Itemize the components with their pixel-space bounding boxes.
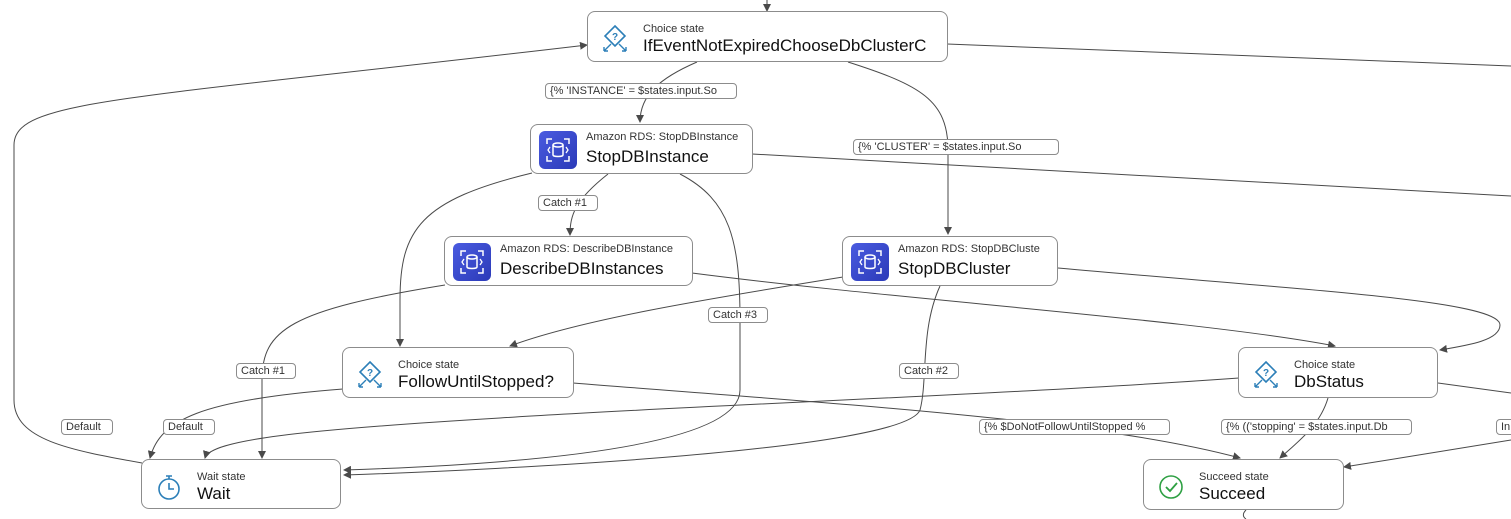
node-name: DbStatus bbox=[1294, 372, 1364, 391]
node-wait[interactable]: Wait state Wait bbox=[141, 459, 341, 509]
node-name: StopDBCluster bbox=[898, 259, 1011, 278]
edge-label-catch-1-describe[interactable]: Catch #1 bbox=[538, 195, 598, 211]
node-if-event-not-expired[interactable]: ? Choice state IfEventNotExpiredChooseDb… bbox=[587, 11, 948, 62]
node-type-label: Amazon RDS: DescribeDBInstance bbox=[500, 243, 674, 255]
edge-stop-cluster-to-follow bbox=[509, 276, 844, 348]
edge-stop-cluster-to-wait bbox=[343, 285, 941, 479]
node-describe-db-instances[interactable]: Amazon RDS: DescribeDBInstance DescribeD… bbox=[444, 236, 693, 286]
edge-label-catch-1-wait[interactable]: Catch #1 bbox=[236, 363, 296, 379]
rds-icon bbox=[851, 243, 889, 281]
node-name: IfEventNotExpiredChooseDbClusterC bbox=[643, 36, 927, 55]
node-name: Wait bbox=[197, 484, 231, 503]
choice-icon: ? bbox=[351, 356, 389, 394]
rds-icon bbox=[539, 131, 577, 169]
svg-text:?: ? bbox=[612, 32, 618, 43]
node-succeed[interactable]: Succeed state Succeed bbox=[1143, 459, 1344, 510]
edge-label-partial-right[interactable]: In bbox=[1496, 419, 1511, 435]
edge-wait-to-if-event bbox=[13, 41, 588, 464]
choice-icon: ? bbox=[1247, 356, 1285, 394]
node-name: StopDBInstance bbox=[586, 147, 709, 166]
edge-db-status-to-wait bbox=[203, 377, 1240, 459]
node-stop-db-instance[interactable]: Amazon RDS: StopDBInstance StopDBInstanc… bbox=[530, 124, 753, 174]
node-type-label: Amazon RDS: StopDBInstance bbox=[586, 131, 739, 143]
edge-succeed-to-end bbox=[1242, 509, 1247, 519]
edge-label-default-follow[interactable]: Default bbox=[163, 419, 215, 435]
edge-label-instance-condition[interactable]: {% 'INSTANCE' = $states.input.So bbox=[545, 83, 737, 99]
node-stop-db-cluster[interactable]: Amazon RDS: StopDBCluste StopDBCluster bbox=[842, 236, 1058, 286]
node-name: Succeed bbox=[1199, 484, 1266, 503]
edge-follow-to-wait bbox=[147, 388, 344, 459]
edge-label-do-not-follow[interactable]: {% $DoNotFollowUntilStopped % bbox=[979, 419, 1170, 435]
edge-label-cluster-condition[interactable]: {% 'CLUSTER' = $states.input.So bbox=[853, 139, 1059, 155]
edge-label-catch-3[interactable]: Catch #3 bbox=[708, 307, 768, 323]
edge-if-event-to-offscreen bbox=[946, 43, 1511, 67]
edge-stop-instance-to-offscreen bbox=[751, 153, 1511, 197]
node-type-label: Succeed state bbox=[1199, 471, 1269, 483]
svg-text:?: ? bbox=[1263, 368, 1269, 379]
choice-icon: ? bbox=[596, 20, 634, 58]
edge-label-stopping-condition[interactable]: {% (('stopping' = $states.input.Db bbox=[1221, 419, 1412, 435]
edge-label-default-if-event[interactable]: Default bbox=[61, 419, 113, 435]
rds-icon bbox=[453, 243, 491, 281]
edge-describe-to-db-status bbox=[691, 272, 1336, 349]
edge-stop-instance-to-wait bbox=[343, 173, 741, 474]
stopwatch-icon bbox=[150, 468, 188, 506]
edge-stop-cluster-to-db-status bbox=[1057, 267, 1501, 353]
node-name: FollowUntilStopped? bbox=[398, 372, 554, 391]
node-type-label: Choice state bbox=[643, 23, 705, 35]
node-follow-until-stopped[interactable]: ? Choice state FollowUntilStopped? bbox=[342, 347, 574, 398]
node-type-label: Choice state bbox=[398, 359, 460, 371]
svg-text:?: ? bbox=[367, 368, 373, 379]
node-type-label: Wait state bbox=[197, 471, 246, 483]
edge-db-status-to-offscreen bbox=[1437, 382, 1511, 394]
edge-follow-to-succeed bbox=[572, 382, 1241, 461]
edge-stop-instance-to-follow bbox=[396, 172, 533, 347]
edge-label-catch-2[interactable]: Catch #2 bbox=[899, 363, 959, 379]
node-db-status[interactable]: ? Choice state DbStatus bbox=[1238, 347, 1438, 398]
node-type-label: Choice state bbox=[1294, 359, 1356, 371]
node-type-label: Amazon RDS: StopDBCluste bbox=[898, 243, 1040, 255]
node-name: DescribeDBInstances bbox=[500, 259, 664, 278]
edge-offscreen-to-succeed bbox=[1343, 439, 1511, 470]
check-circle-icon bbox=[1152, 468, 1190, 506]
